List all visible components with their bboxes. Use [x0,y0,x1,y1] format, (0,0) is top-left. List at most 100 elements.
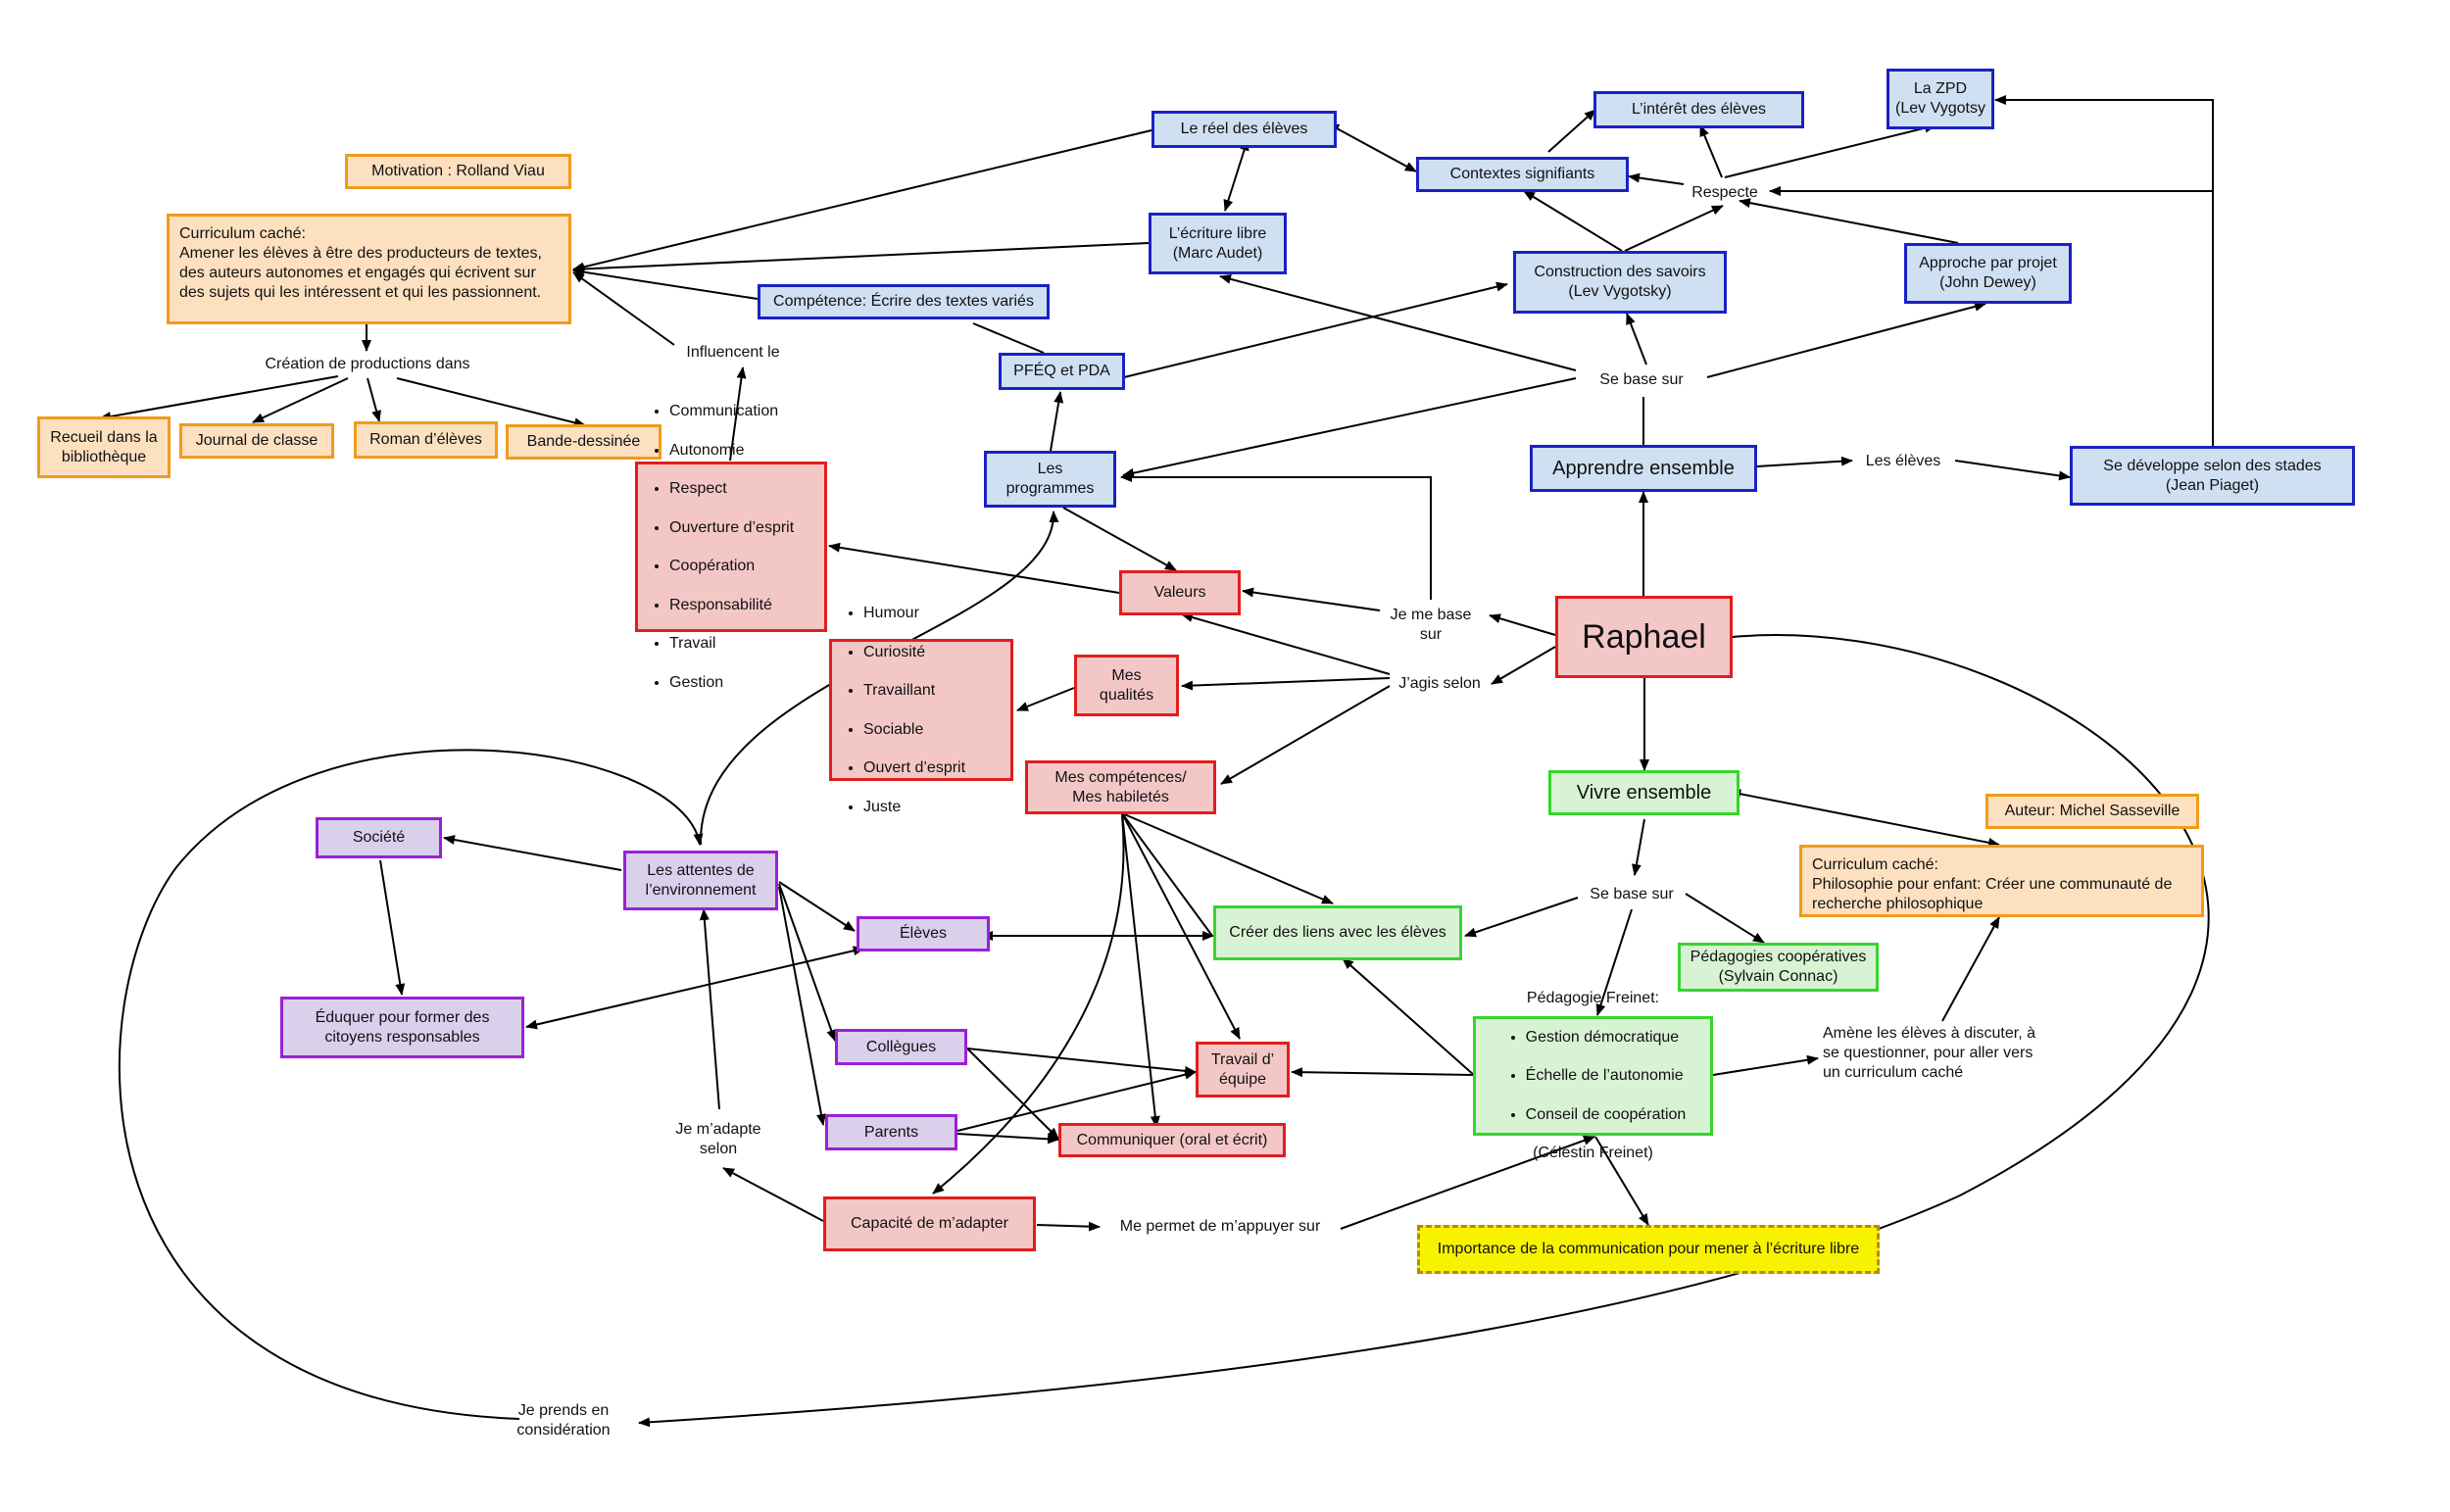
valeurs-item: Coopération [669,557,794,576]
edge-jagis-valeurs [1181,612,1391,675]
freinet-author: (Célestin Freinet) [1533,1145,1653,1162]
edge-pfeq-competence [972,322,1045,354]
edge-competence-curriculum [572,267,759,300]
edge-capacite-adapte [722,1167,824,1222]
valeurs-item: Communication [669,402,794,421]
node-eduquer: Éduquer pour former des citoyens respons… [280,997,524,1058]
freinet-item: Gestion démocratique [1526,1028,1687,1048]
node-importance-communication: Importance de la communication pour mene… [1417,1225,1880,1274]
edge-competences-eleves [1121,812,1213,937]
node-les-programmes: Les programmes [984,451,1116,508]
node-curriculum-cache-2: Curriculum caché: Philosophie pour enfan… [1799,845,2204,917]
node-attentes-environnement: Les attentes de l’environnement [623,851,778,910]
node-mes-qualites: Mes qualités [1074,655,1179,716]
edge-freinet-creer [1342,957,1476,1077]
edge-respecte-zpd [1724,122,1936,178]
qualites-list: Humour Curiosité Travaillant Sociable Ou… [838,584,965,836]
label-influencent-le: Influencent le [686,344,780,361]
valeurs-item: Travail [669,634,794,654]
label-respecte: Respecte [1691,184,1758,201]
valeurs-list: Communication Autonomie Respect Ouvertur… [644,382,794,711]
valeurs-item: Autonomie [669,441,794,461]
edge-parents-travail [956,1069,1197,1132]
node-stades-piaget: Se développe selon des stades (Jean Piag… [2070,446,2355,506]
edge-eleves-eduquer [525,946,865,1030]
node-competence-ecrire: Compétence: Écrire des textes variés [758,284,1050,319]
label-je-me-base-sur: Je me base sur [1390,607,1472,643]
node-bande-dessinee: Bande-dessinée [506,424,662,460]
label-j-agis-selon: J’agis selon [1398,675,1481,692]
edge-sebase2-freinet [1595,908,1633,1016]
edge-attentes-societe [443,835,622,871]
qualites-item: Travaillant [863,681,965,701]
qualites-item: Juste [863,798,965,817]
edge-freinet-importance [1594,1136,1649,1226]
label-amene-eleves: Amène les élèves à discuter, à se questi… [1823,1025,2036,1081]
edge-vivre-sebase2 [1631,818,1645,876]
edge-vivre-curriculum2 [1729,789,2000,848]
edge-societe-eduquer [379,859,406,996]
edge-jagis-competences [1220,685,1391,785]
node-creer-liens: Créer des liens avec les élèves [1213,905,1462,960]
freinet-list: Gestion démocratique Échelle de l’autono… [1500,1008,1687,1145]
valeurs-item: Responsabilité [669,596,794,615]
edge-creation-roman [367,377,381,422]
label-creation-productions: Création de productions dans [265,356,470,372]
node-raphael: Raphael [1555,596,1733,678]
node-pfeq-pda: PFÉQ et PDA [999,353,1125,390]
edge-approche-respecte [1739,198,1959,244]
label-se-base-sur-2: Se base sur [1590,886,1674,902]
node-competences-habiletes: Mes compétences/ Mes habiletés [1025,760,1216,814]
edge-programmes-pfeq [1050,391,1064,452]
qualites-item: Curiosité [863,643,965,662]
edge-collegues-travail [966,1048,1197,1076]
label-je-m-adapte-selon: Je m’adapte selon [675,1121,761,1157]
node-pedagogies-cooperatives: Pédagogies coopératives (Sylvain Connac) [1678,943,1879,992]
edge-attentes-eleves [778,881,856,932]
edge-construction-respecte [1624,205,1724,252]
node-collegues: Collègues [835,1029,967,1065]
edge-jemebase-programmes [1120,472,1432,600]
edge-apprendre-leseleves [1756,456,1853,467]
edge-raphael-jagis [1491,646,1556,685]
valeurs-item: Gestion [669,673,794,693]
node-auteur-sasseville: Auteur: Michel Sasseville [1985,794,2199,829]
node-valeurs: Valeurs [1119,570,1241,615]
node-societe: Société [316,817,442,858]
edge-valeurslist-influencent [729,366,747,462]
edge-reel-ecriture [1223,138,1250,212]
node-curriculum-cache-1: Curriculum caché: Amener les élèves à êt… [167,214,571,324]
edge-leseleves-piaget [1954,460,2071,481]
edge-sebase1-approche [1706,301,1986,378]
edge-creation-bd [396,377,586,428]
node-ecriture-libre: L’écriture libre (Marc Audet) [1149,213,1287,274]
node-journal: Journal de classe [179,423,334,459]
edge-sebase1-ecriture [1219,273,1577,371]
edge-respecte-interet [1699,124,1723,178]
edge-influencent-curriculum [572,271,675,346]
label-les-eleves: Les élèves [1865,453,1941,469]
edge-construction-contextes [1523,190,1623,252]
edge-freinet-amene [1712,1054,1819,1076]
edge-freinet-travail [1291,1067,1474,1078]
edge-respecte-contextes [1628,172,1685,185]
edge-parents-communiquer [956,1133,1059,1145]
edge-sebase2-pedagogies [1685,893,1765,944]
node-parents: Parents [825,1114,957,1150]
edge-competences-creer [1121,812,1334,904]
edge-contextes-interet [1547,109,1596,153]
node-travail-equipe: Travail d’ équipe [1196,1042,1290,1097]
qualites-item: Sociable [863,720,965,740]
node-roman: Roman d’élèves [354,421,498,459]
edge-attentes-parents [778,886,826,1126]
valeurs-item: Ouverture d’esprit [669,518,794,538]
edge-jagis-qualites [1181,677,1391,691]
node-recueil: Recueil dans la bibliothèque [37,416,171,478]
node-freinet: Pédagogie Freinet: Gestion démocratique … [1473,990,1713,1161]
edge-sebase1-programmes [1122,377,1577,478]
edge-amene-curriculum2 [1941,916,2000,1022]
freinet-item: Conseil de coopération [1526,1105,1687,1125]
node-capacite-adapter: Capacité de m’adapter [823,1196,1036,1251]
